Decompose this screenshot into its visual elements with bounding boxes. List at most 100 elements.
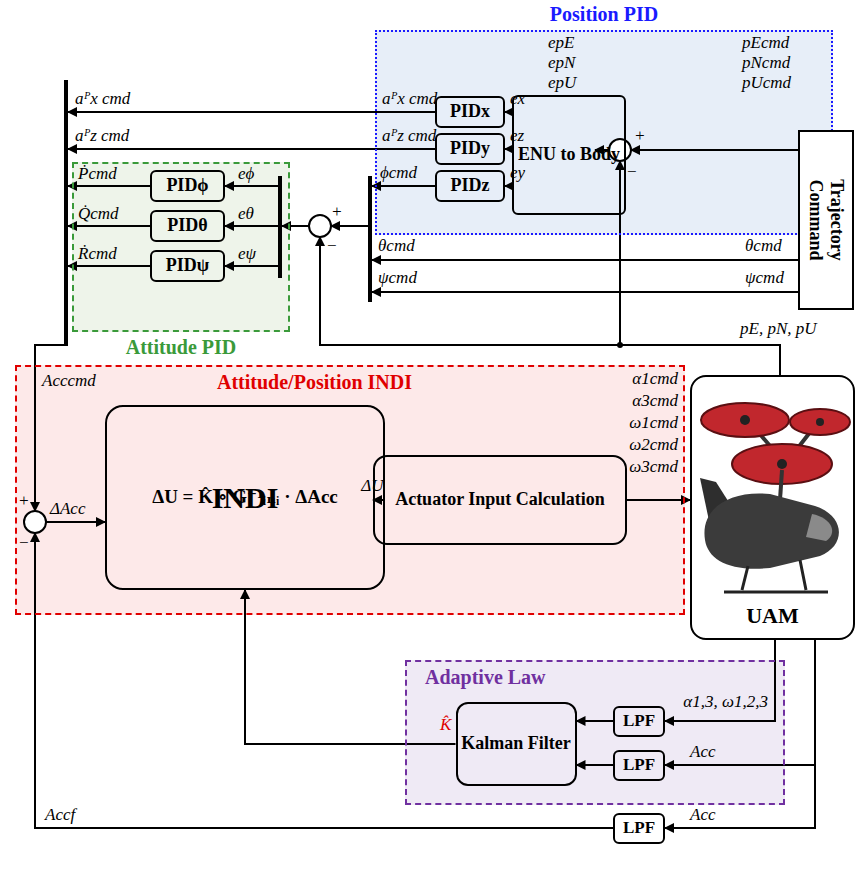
signal-wire <box>68 111 435 113</box>
signal-arrow <box>505 185 512 187</box>
frame-transform-box: ENU to Body <box>512 95 626 215</box>
block-label: PIDz <box>451 176 490 196</box>
block-label: ΔU = K̂ ∘ G⁻¹ᵢₙᵢ · ΔAcc <box>152 487 338 508</box>
signal-arrow <box>577 764 614 766</box>
signal-label: ex <box>510 90 525 109</box>
region-fill <box>405 660 785 805</box>
signal-wires <box>24 80 798 828</box>
signal-label: θcmd <box>745 237 782 256</box>
rotor-hub <box>816 418 824 426</box>
signal-label: eϕ <box>238 165 254 184</box>
signal-label: + <box>18 492 29 511</box>
uam-illustration <box>700 403 850 592</box>
rotor-disk <box>790 409 850 435</box>
pid-block: PIDy <box>435 133 505 165</box>
signal-wire <box>68 148 435 150</box>
region-fill <box>375 30 833 235</box>
signal-arrow <box>577 720 614 722</box>
edge-label: ΔU⃗ <box>361 477 396 496</box>
feedback-wire <box>619 161 621 345</box>
signal-label: + <box>634 127 645 146</box>
signal-wire <box>35 345 66 511</box>
trajectory-command-box: Trajectory Command <box>798 130 854 310</box>
signal-label: epE <box>548 34 574 53</box>
connectors <box>245 112 815 828</box>
lpf-block: LPF <box>613 706 665 737</box>
region-title: Position PID <box>550 3 658 25</box>
signal-label: + <box>331 203 342 222</box>
signal-label: pE, pN, pU <box>740 320 817 339</box>
uam-vehicle-box: UAM <box>690 375 855 640</box>
bus-bar <box>278 176 282 278</box>
signal-label: epN <box>548 54 575 73</box>
signal-label: ψcmd <box>745 269 784 288</box>
block-label: LPF <box>623 819 655 838</box>
bus-bar <box>368 176 372 302</box>
bus-bar <box>64 80 68 346</box>
signal-label: − <box>326 237 337 256</box>
signal-label: ω1cmd <box>629 414 678 433</box>
signal-label: ω3cmd <box>629 458 678 477</box>
signal-label: Ṗcmd <box>78 165 117 184</box>
signal-label: Ṙcmd <box>78 245 117 264</box>
signal-wire <box>68 185 150 187</box>
signal-label: eθ <box>238 205 254 224</box>
signal-wire <box>225 225 278 227</box>
region-title: Attitude PID <box>126 336 237 358</box>
signal-wire <box>225 185 278 187</box>
signal-arrow <box>665 640 815 828</box>
signal-label: ϕcmd <box>380 164 417 183</box>
signal-label: epU <box>548 74 576 93</box>
signal-label: pNcmd <box>742 54 790 73</box>
pid-block: PIDϕ <box>150 170 225 202</box>
signal-wire <box>68 265 150 267</box>
signal-wire <box>372 259 798 261</box>
signal-arrow <box>505 111 512 113</box>
rotor-mast <box>780 470 782 500</box>
rotor-disk <box>701 403 789 437</box>
block-label: PIDθ <box>167 216 207 236</box>
region-title: Attitude/Position INDI <box>217 371 412 393</box>
block-label: UAM <box>746 604 799 628</box>
block-label: Trajectory Command <box>805 165 846 275</box>
sum-junction <box>24 511 46 533</box>
signal-wire <box>225 265 278 267</box>
signal-label: eψ <box>238 245 256 264</box>
signal-label: ey <box>510 164 525 183</box>
block-label: PIDy <box>450 139 490 159</box>
signal-wire <box>46 521 105 523</box>
block-label: Kalman Filter <box>461 734 570 754</box>
signal-wire <box>331 225 368 227</box>
indi-block: INDIΔU = K̂ ∘ G⁻¹ᵢₙᵢ · ΔAcc <box>105 405 385 590</box>
kalman-filter-block: Kalman Filter <box>456 702 577 786</box>
signal-label: K̂ <box>440 716 451 735</box>
feedback-wire <box>35 533 613 828</box>
signal-label: pUcmd <box>742 74 791 93</box>
indi-region: Attitude/Position INDI INDIΔU = K̂ ∘ G⁻¹ᵢ… <box>15 365 685 615</box>
region-fill <box>15 365 685 615</box>
signal-label: aᴾx cmd <box>382 90 437 109</box>
block-label: LPF <box>623 712 655 731</box>
region-title: Adaptive Law <box>425 666 546 688</box>
signal-arrow <box>505 148 512 150</box>
signal-wire <box>68 225 150 227</box>
signal-wire <box>372 185 435 187</box>
signal-label: Accf <box>45 806 75 825</box>
cockpit-window <box>806 514 832 541</box>
signal-label: Q̇cmd <box>78 205 119 224</box>
signal-label: θcmd <box>378 237 415 256</box>
lpf-block: LPF <box>613 813 665 844</box>
block-label: LPF <box>623 756 655 775</box>
block-label: PIDψ <box>166 256 209 276</box>
signal-label: α3cmd <box>632 392 678 411</box>
signal-label: ω2cmd <box>629 436 678 455</box>
signal-label: − <box>18 534 29 553</box>
signal-label: pEcmd <box>742 34 789 53</box>
signal-label: Acccmd <box>42 372 96 391</box>
signal-label: α1cmd <box>632 370 678 389</box>
signal-label: α1,3, ω1,2,3 <box>683 693 768 712</box>
signal-wire <box>282 225 309 227</box>
rotor-hub <box>777 459 787 469</box>
signal-arrow <box>665 640 775 721</box>
pid-block: PIDθ <box>150 210 225 242</box>
